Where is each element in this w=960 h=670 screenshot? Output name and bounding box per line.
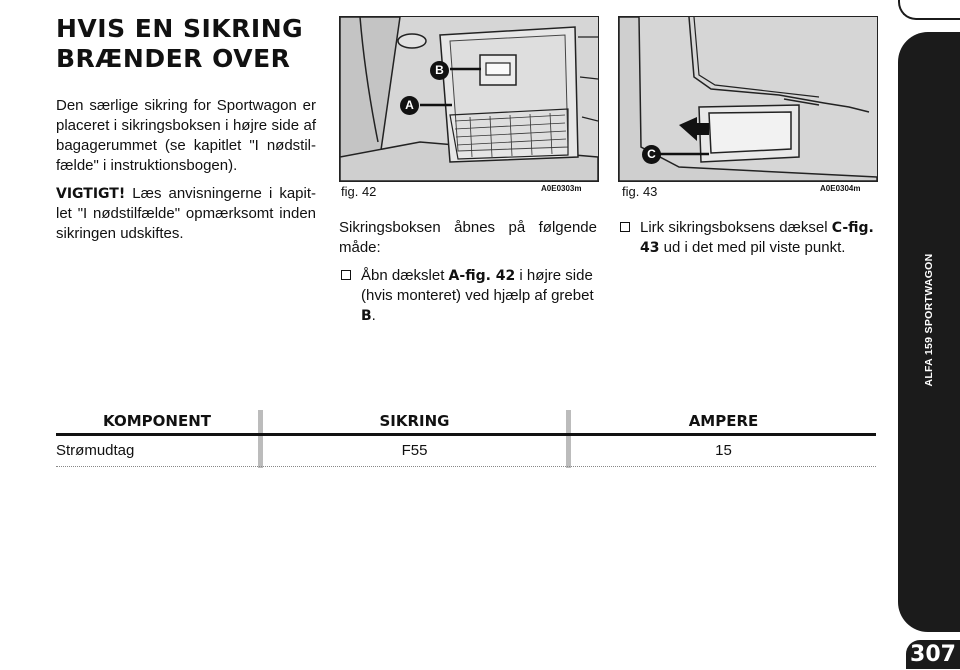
col2-ref-b: B (361, 308, 372, 324)
column-3-instructions: Lirk sikringsboksens dæksel C-fig. 43 ud… (618, 218, 876, 258)
callout-c: C (642, 145, 661, 164)
page-title: HVIS EN SIKRING BRÆNDER OVER (56, 14, 303, 74)
header-rule (56, 433, 876, 436)
column-divider (258, 410, 263, 468)
luggage-compartment-drawing (340, 17, 598, 181)
col3-bullet-end: ud i det med pil viste punkt. (659, 239, 846, 256)
header-sikring: SIKRING (379, 412, 450, 430)
callout-b: B (430, 61, 449, 80)
title-line-1: HVIS EN SIKRING (56, 14, 304, 43)
col2-lead: Sikringsboksen åbnes på følgende måde: (339, 219, 597, 256)
col2-bullet: Åbn dækslet A-fig. 42 i højre side (hvis… (339, 266, 597, 326)
chapter-sidebar (898, 32, 960, 632)
header-ampere: AMPERE (688, 412, 759, 430)
warning-text: Læs anvisningerne i kapit-let "I nødstil… (56, 185, 316, 242)
col2-bullet-pre: Åbn dækslet (361, 267, 449, 284)
warning-label: VIGTIGT! (56, 186, 126, 202)
checkbox-bullet-icon (620, 222, 630, 232)
cell-ampere: 15 (715, 442, 732, 459)
fig-43-code: A0E0304m (820, 184, 861, 193)
header-komponent: KOMPONENT (103, 412, 211, 430)
intro-paragraph: Den særlige sikring for Sportwagon er pl… (56, 97, 316, 174)
figure-43-illustration: C (618, 16, 878, 182)
sidebar-cap (898, 0, 960, 20)
cell-fuse: F55 (401, 442, 428, 459)
fig-43-caption: fig. 43 (622, 184, 658, 199)
title-line-2: BRÆNDER OVER (56, 44, 291, 73)
column-divider (566, 410, 571, 468)
col2-bullet-mid: i højre side (hvis monteret) ved hjælp a… (361, 267, 594, 304)
col3-bullet-pre: Lirk sikringsboksens dæksel (640, 219, 832, 236)
fig-42-caption: fig. 42 (341, 184, 377, 199)
fig-42-code: A0E0303m (541, 184, 582, 193)
cell-component: Strømudtag (56, 442, 135, 459)
col2-ref-a: A-fig. 42 (448, 268, 516, 284)
row-rule (56, 466, 876, 467)
fuse-box-cover-drawing (619, 17, 877, 181)
col2-bullet-end: . (371, 307, 376, 324)
sidebar-label: ALFA 159 SPORTWAGON (923, 253, 935, 387)
page-number: 307 (906, 640, 960, 669)
checkbox-bullet-icon (341, 270, 351, 280)
col3-bullet: Lirk sikringsboksens dæksel C-fig. 43 ud… (618, 218, 876, 258)
col3-ref-c: C-fig. 43 (640, 220, 874, 256)
column-2-instructions: Sikringsboksen åbnes på følgende måde: Å… (339, 218, 597, 326)
figure-42-illustration: B A (339, 16, 599, 182)
warning-paragraph: VIGTIGT! Læs anvisningerne i kapit-let "… (56, 184, 316, 244)
callout-a: A (400, 96, 419, 115)
